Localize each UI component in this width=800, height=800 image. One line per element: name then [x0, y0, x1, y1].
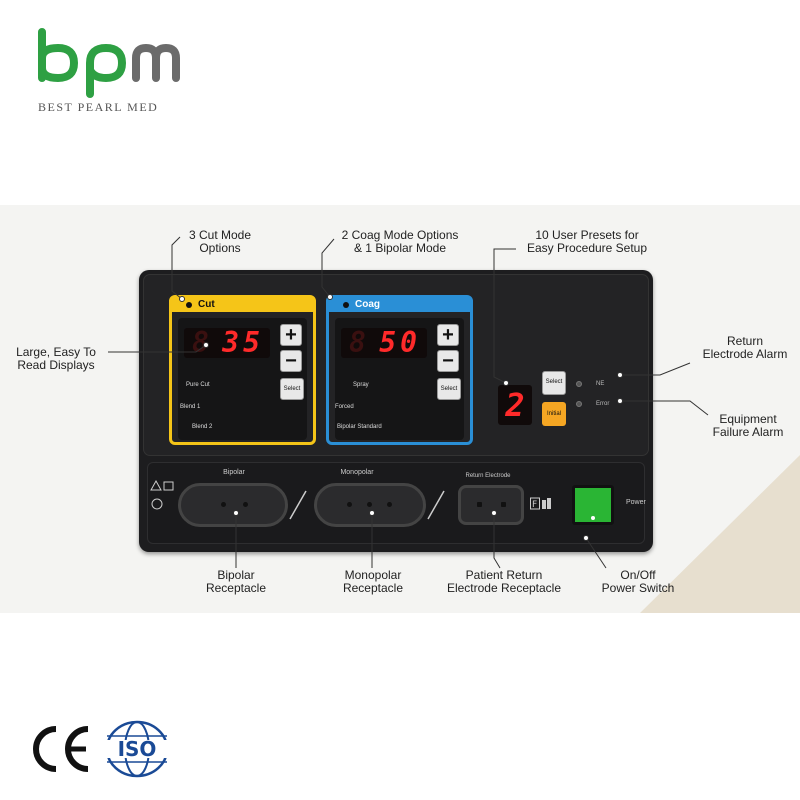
monopolar-pin — [347, 502, 352, 507]
coag-mode-spray: Spray — [353, 382, 369, 388]
coag-panel-body: 8 50 + − Select Spray Forced Bipolar Stan… — [335, 318, 464, 440]
power-switch-indicator — [591, 516, 595, 520]
return-pin — [501, 502, 506, 507]
bipolar-receptacle[interactable] — [178, 483, 288, 527]
coag-panel: Coag 8 50 + − Select Spray Forced Bipolar… — [326, 295, 473, 445]
power-label: Power — [626, 499, 646, 506]
iso-mark-icon: ISO — [103, 720, 171, 778]
return-electrode-receptacle[interactable] — [458, 485, 524, 525]
cut-mode-pure-cut: Pure Cut — [186, 382, 210, 388]
error-alarm-label: Error — [596, 401, 610, 407]
svg-text:F: F — [532, 500, 537, 510]
coag-mode-forced: Forced — [335, 404, 354, 410]
brand-logo — [38, 28, 180, 98]
coag-panel-header: Coag — [329, 298, 470, 312]
brand-name: BEST PEARL MED — [38, 100, 159, 114]
preset-display: 2 — [498, 385, 532, 425]
power-switch[interactable] — [572, 485, 614, 525]
cut-indicator-led — [186, 302, 192, 308]
coag-title: Coag — [355, 299, 380, 310]
floating-type-icon: F — [530, 497, 551, 510]
coag-plus-button[interactable]: + — [437, 324, 459, 346]
control-panel: Cut 8 35 + − Select Pure Cut Blend 1 Blen… — [143, 274, 649, 456]
monopolar-label: Monopolar — [340, 469, 374, 476]
cut-display-value: 35 — [222, 326, 264, 359]
monopolar-pin — [367, 502, 372, 507]
cut-panel: Cut 8 35 + − Select Pure Cut Blend 1 Blen… — [169, 295, 316, 445]
initial-button[interactable]: Initial — [542, 402, 566, 426]
coag-select-button[interactable]: Select — [437, 378, 461, 400]
cut-panel-body: 8 35 + − Select Pure Cut Blend 1 Blend 2 — [178, 318, 307, 440]
background-accent — [640, 455, 800, 613]
product-stage: Cut 8 35 + − Select Pure Cut Blend 1 Blen… — [0, 205, 800, 613]
preset-select-button[interactable]: Select — [542, 371, 566, 395]
bipolar-label: Bipolar — [223, 469, 245, 476]
callout-coag-modes: 2 Coag Mode Options& 1 Bipolar Mode — [341, 228, 459, 255]
bipolar-pin — [243, 502, 248, 507]
coag-display-value: 50 — [379, 326, 421, 359]
pencil-icon — [289, 490, 307, 520]
cut-mode-blend-1: Blend 1 — [180, 404, 201, 410]
cut-panel-header: Cut — [172, 298, 313, 312]
coag-mode-bipolar-standard: Bipolar Standard — [337, 424, 382, 430]
bipolar-pin — [221, 502, 226, 507]
cut-select-button[interactable]: Select — [280, 378, 304, 400]
cut-title: Cut — [198, 299, 215, 310]
coag-display-ghost-digit: 8 — [349, 326, 370, 359]
cut-display-ghost-digit: 8 — [192, 326, 213, 359]
cut-display: 8 35 — [184, 328, 270, 358]
error-alarm-led — [576, 401, 582, 407]
ne-alarm-label: NE — [596, 381, 605, 387]
receptacle-panel: Bipolar Monopolar Return Electrode F — [147, 462, 646, 544]
cut-mode-blend-2: Blend 2 — [192, 424, 213, 430]
coag-display: 8 50 — [341, 328, 427, 358]
electrosurgical-unit: Cut 8 35 + − Select Pure Cut Blend 1 Blen… — [139, 270, 653, 552]
monopolar-pin — [387, 502, 392, 507]
iso-text: ISO — [118, 737, 157, 761]
return-pin — [477, 502, 482, 507]
warning-icon — [150, 479, 174, 510]
cut-plus-button[interactable]: + — [280, 324, 302, 346]
callout-lines — [108, 236, 709, 569]
coag-indicator-led — [343, 302, 349, 308]
monopolar-receptacle[interactable] — [314, 483, 426, 527]
ne-alarm-led — [576, 381, 582, 387]
return-electrode-label: Return Electrode — [465, 473, 511, 479]
ce-mark-icon — [33, 726, 89, 772]
pencil-icon — [427, 490, 445, 520]
cut-minus-button[interactable]: − — [280, 350, 302, 372]
coag-minus-button[interactable]: − — [437, 350, 459, 372]
